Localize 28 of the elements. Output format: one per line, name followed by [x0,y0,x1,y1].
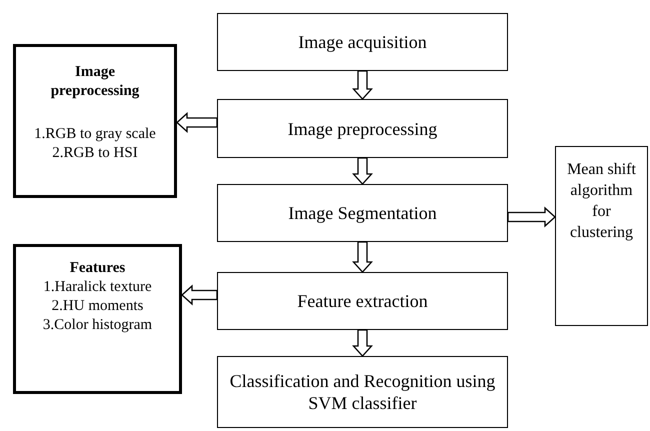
list-item: 3.Color histogram [42,316,152,335]
process-box [217,272,508,330]
process-box [217,13,508,71]
box-label: Mean shift algorithm for clustering [566,160,637,243]
process-box [217,99,508,158]
note-box [555,146,648,326]
box-heading: Image preprocessing [50,63,140,101]
box-label: Classification and Recognition using SVM classifier [228,370,496,414]
note-box [13,244,182,394]
block-arrow [181,284,218,306]
process-box [217,184,508,242]
box-label: Image Segmentation [288,202,437,224]
list-item: 1.RGB to gray scale [34,125,156,144]
block-arrow [352,157,373,185]
list-item: 1.Haralick texture [43,278,152,297]
process-box [217,356,508,428]
box-heading: Features [70,259,126,278]
block-arrow [352,329,373,357]
block-arrow [507,206,556,228]
list-item: 2.HU moments [52,297,144,316]
box-label: Image acquisition [298,31,427,53]
box-label: Feature extraction [297,290,428,312]
box-label: Image preprocessing [288,118,438,140]
note-box [13,44,177,198]
block-arrow [352,241,373,273]
list-item: 2.RGB to HSI [52,144,138,163]
block-arrow [352,70,373,100]
block-arrow [176,112,218,133]
